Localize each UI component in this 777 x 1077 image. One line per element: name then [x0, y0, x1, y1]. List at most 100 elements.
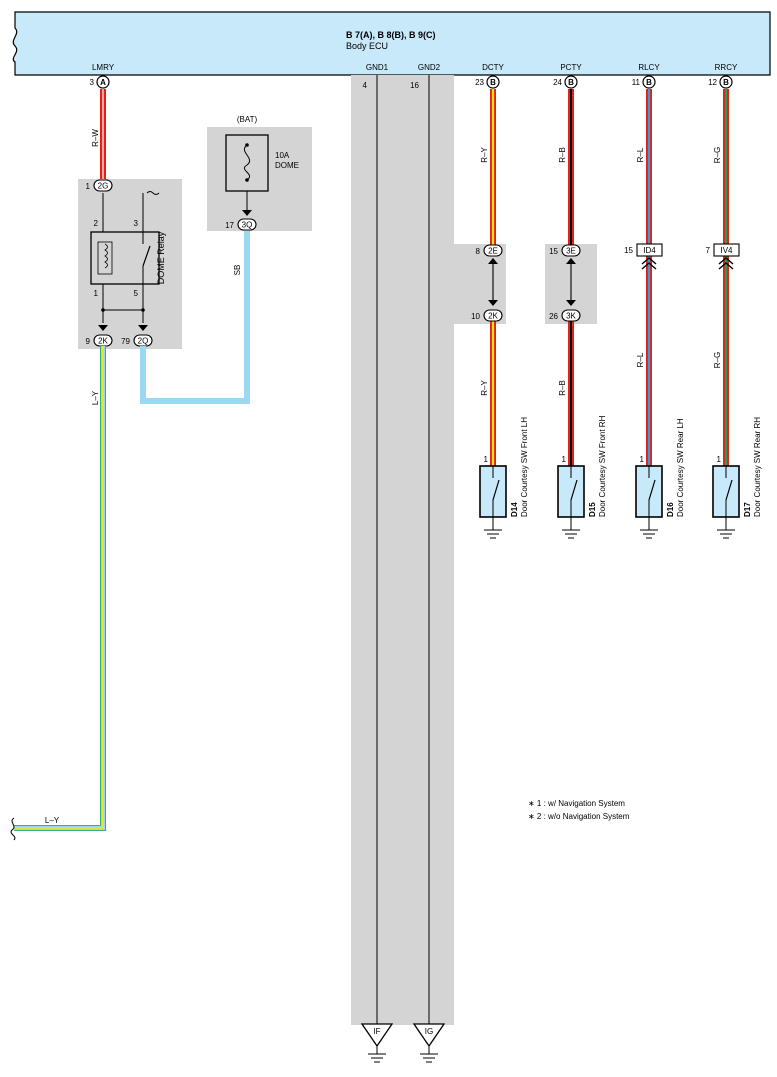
- connector-3q-code: 3Q: [242, 221, 253, 230]
- switch-d14-pin: 1: [484, 455, 489, 464]
- rlcy-pin-conn-letter: B: [646, 78, 652, 87]
- arrow-2k: [98, 325, 108, 331]
- connector-iv4: [713, 243, 740, 257]
- connector-iv4-pin: 7: [706, 246, 711, 255]
- lmry-pin-connector: [96, 75, 110, 89]
- connector-2e: [483, 244, 503, 257]
- pcty-pin-conn-letter: B: [568, 78, 574, 87]
- connector-2g: [93, 179, 113, 192]
- ground-ig-label: IG: [425, 1027, 433, 1036]
- connector-id4-pin: 15: [624, 246, 633, 255]
- connector-id4-code: ID4: [643, 246, 656, 255]
- fuse-name: DOME: [275, 161, 299, 170]
- rlcy-pin-number: 11: [632, 78, 641, 87]
- connector-2e-code: 2E: [488, 247, 498, 256]
- wire-label-r-g-lower: R–G: [713, 352, 722, 368]
- connector-2g-pin: 1: [86, 182, 91, 191]
- arrow-2q: [138, 325, 148, 331]
- switch-d15: [557, 465, 585, 539]
- ground-if-label: IF: [373, 1027, 380, 1036]
- terminal-label-dcty: DCTY: [482, 63, 504, 72]
- connector-3k: [561, 309, 581, 322]
- terminal-label-lmry: LMRY: [92, 63, 115, 72]
- rrcy-pin-number: 12: [708, 78, 717, 87]
- dcty-pin-conn-letter: B: [490, 78, 496, 87]
- switch-d17: [712, 465, 740, 539]
- switch-d14: [479, 465, 507, 539]
- fuse-10a-dome: [225, 134, 269, 210]
- ground-wire-panel: [351, 75, 454, 1025]
- ecu-title: B 7(A), B 8(B), B 9(C): [346, 30, 436, 40]
- terminal-label-gnd1: GND1: [366, 63, 389, 72]
- note-navigation-1: ∗ 1 : w/ Navigation System: [528, 799, 625, 808]
- wire-label-sb: SB: [233, 265, 242, 276]
- fuse-panel: [207, 127, 312, 231]
- connector-3q-pin: 17: [225, 221, 234, 230]
- pcty-pin-number: 24: [553, 78, 562, 87]
- dome-relay-label: DOME Relay: [156, 231, 166, 284]
- pcty-junction-link: [566, 258, 576, 306]
- relay-pin-1: 1: [94, 289, 99, 298]
- connector-3k-code: 3K: [566, 312, 576, 321]
- connector-2k-code: 2K: [98, 337, 108, 346]
- switch-d16-name: Door Courtesy SW Rear LH: [676, 418, 685, 517]
- wire-label-l-y-horizontal: L–Y: [45, 816, 60, 825]
- switch-d16: [635, 465, 663, 539]
- switch-d15-id: D15: [588, 502, 597, 517]
- dome-relay: [90, 191, 160, 323]
- wire-sb: [140, 230, 250, 404]
- body-ecu-box: [12, 11, 771, 76]
- pcty-pin-connector: [564, 75, 578, 89]
- dcty-pin-number: 23: [475, 78, 484, 87]
- lmry-pin-number: 3: [90, 78, 95, 87]
- terminal-label-gnd2: GND2: [418, 63, 441, 72]
- rrcy-pin-connector: [719, 75, 733, 89]
- connector-iv4-arrows: [718, 257, 734, 270]
- switch-d17-pin: 1: [717, 455, 722, 464]
- dcty-pin-connector: [486, 75, 500, 89]
- connector-id4: [636, 243, 663, 257]
- switch-d16-id: D16: [666, 502, 675, 517]
- switch-d14-name: Door Courtesy SW Front LH: [520, 417, 529, 517]
- relay-pin-3: 3: [134, 219, 139, 228]
- relay-pin-2: 2: [94, 219, 99, 228]
- lmry-pin-conn-letter: A: [100, 78, 106, 87]
- gnd2-pin: 16: [410, 81, 419, 90]
- connector-2q-pin: 79: [121, 337, 130, 346]
- ground-if-symbol: [360, 1023, 394, 1063]
- switch-d17-id: D17: [743, 502, 752, 517]
- wire-label-r-y-lower: R–Y: [480, 380, 489, 396]
- connector-2e-pin: 8: [476, 247, 481, 256]
- connector-3e-pin: 15: [549, 247, 558, 256]
- switch-d17-name: Door Courtesy SW Rear RH: [753, 417, 762, 517]
- connector-2k-dcty: [483, 309, 503, 322]
- gnd1-pin: 4: [363, 81, 368, 90]
- rlcy-pin-connector: [642, 75, 656, 89]
- connector-3k-pin: 26: [549, 312, 558, 321]
- arrow-3q: [242, 210, 252, 216]
- switch-d16-pin: 1: [640, 455, 645, 464]
- switch-d15-name: Door Courtesy SW Front RH: [598, 415, 607, 517]
- ground-ig-symbol: [412, 1023, 446, 1063]
- note-navigation-2: ∗ 2 : w/o Navigation System: [528, 812, 630, 821]
- wire-label-r-y-upper: R–Y: [480, 147, 489, 163]
- connector-id4-arrows: [641, 257, 657, 270]
- connector-2k-pin: 9: [86, 337, 91, 346]
- dcty-junction-link: [488, 258, 498, 306]
- dome-relay-panel: [78, 179, 182, 349]
- connector-3q: [237, 218, 257, 231]
- terminal-label-rlcy: RLCY: [638, 63, 660, 72]
- wire-label-r-l-lower: R–L: [636, 352, 645, 367]
- rrcy-pin-conn-letter: B: [723, 78, 729, 87]
- fuse-rating: 10A: [275, 151, 290, 160]
- switch-d15-pin: 1: [562, 455, 567, 464]
- connector-2k-dcty-code: 2K: [488, 312, 498, 321]
- wire-label-r-w: R–W: [91, 129, 100, 147]
- wire-label-r-l-upper: R–L: [636, 147, 645, 162]
- connector-3e-code: 3E: [566, 247, 576, 256]
- connector-3e: [561, 244, 581, 257]
- ecu-subtitle: Body ECU: [346, 41, 388, 51]
- connector-iv4-code: IV4: [720, 246, 733, 255]
- terminal-label-pcty: PCTY: [560, 63, 582, 72]
